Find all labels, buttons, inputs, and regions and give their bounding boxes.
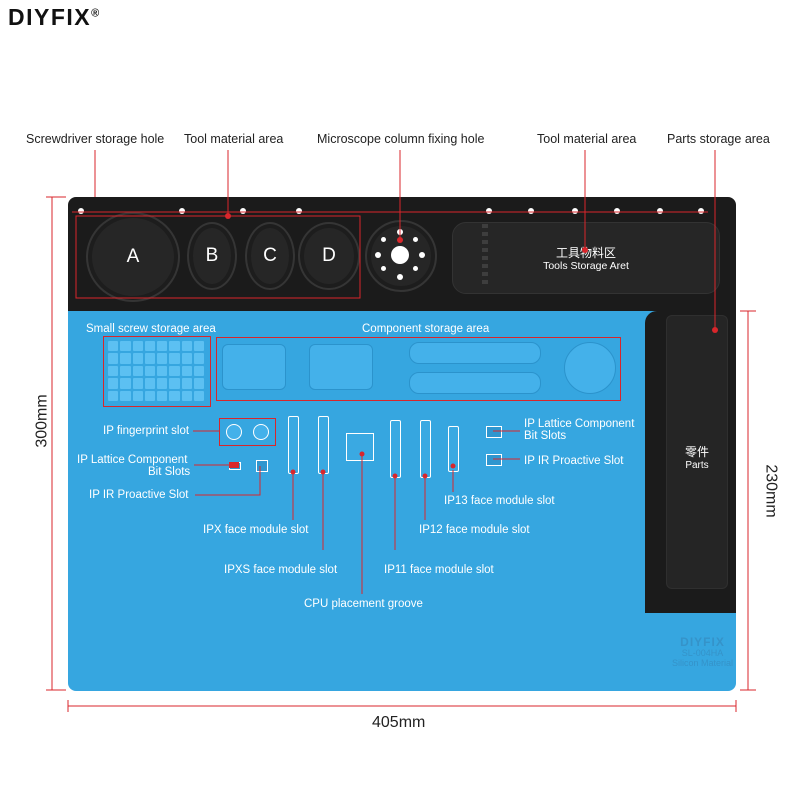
component-pad — [409, 372, 541, 394]
label-screwdriver-hole: Screwdriver storage hole — [26, 132, 165, 146]
tools-storage-en: Tools Storage Aret — [543, 260, 629, 272]
dimension-right-height: 230mm — [762, 464, 780, 518]
ip12-slot — [420, 420, 431, 478]
mat-logo-brand: DIYFIX — [680, 635, 725, 649]
screwdriver-hole — [78, 208, 84, 214]
component-pad — [409, 342, 541, 364]
well-c-label: C — [263, 245, 277, 266]
label-lattice-right-1: IP Lattice Component — [524, 418, 635, 430]
fingerprint-slot — [226, 424, 242, 440]
ip13-slot — [448, 426, 459, 472]
ipx-slot — [288, 416, 299, 474]
label-ip11: IP11 face module slot — [384, 564, 494, 576]
label-ipx: IPX face module slot — [203, 524, 309, 536]
dimension-height: 300mm — [33, 394, 51, 448]
screwdriver-hole — [179, 208, 185, 214]
well-d-label: D — [322, 245, 336, 266]
registered-mark: ® — [91, 7, 100, 20]
small-screw-grid — [108, 341, 204, 401]
well-b: B — [187, 222, 237, 290]
ir-slot-left — [256, 460, 268, 472]
cpu-groove — [346, 433, 374, 461]
dimension-width: 405mm — [372, 714, 426, 731]
label-lattice-left-1: IP Lattice Component — [77, 454, 188, 466]
well-c: C — [245, 222, 295, 290]
well-a: A — [86, 212, 180, 302]
label-lattice-right-2: Bit Slots — [524, 430, 567, 442]
component-pad-round — [564, 342, 616, 394]
screwdriver-hole — [296, 208, 302, 214]
label-small-screw-area: Small screw storage area — [86, 323, 216, 335]
well-d: D — [298, 222, 360, 290]
label-fingerprint-slot: IP fingerprint slot — [103, 425, 190, 437]
microscope-center-hole — [391, 246, 409, 264]
mount-hole — [397, 274, 403, 280]
ir-slot-right — [486, 454, 502, 466]
tools-storage-cn: 工具物料区 — [555, 246, 616, 260]
brand-logo: DIYFIX® — [8, 4, 99, 31]
parts-pocket-en: Parts — [685, 460, 709, 471]
label-ipxs: IPXS face module slot — [224, 564, 338, 576]
label-microscope-hole: Microscope column fixing hole — [317, 132, 485, 146]
component-frame — [216, 337, 621, 401]
tools-storage-tray: 工具物料区 Tools Storage Aret — [452, 222, 720, 294]
tools-slot-marks — [482, 224, 488, 292]
label-cpu: CPU placement groove — [304, 598, 423, 610]
label-component-area: Component storage area — [362, 323, 490, 335]
mount-hole — [413, 266, 418, 271]
fingerprint-frame — [219, 418, 276, 446]
mount-hole — [397, 229, 403, 235]
screwdriver-hole — [698, 208, 704, 214]
mount-hole — [375, 252, 381, 258]
mat-logo-model: SL-004HA — [681, 648, 724, 658]
fingerprint-slot — [253, 424, 269, 440]
component-pad — [222, 344, 286, 390]
screwdriver-hole — [572, 208, 578, 214]
well-b-label: B — [205, 245, 219, 266]
label-ip12: IP12 face module slot — [419, 524, 530, 536]
label-ir-left: IP IR Proactive Slot — [89, 489, 189, 501]
label-tool-area-1: Tool material area — [184, 132, 284, 146]
screwdriver-hole — [614, 208, 620, 214]
screwdriver-hole — [240, 208, 246, 214]
mount-hole — [381, 237, 386, 242]
label-tool-area-2: Tool material area — [537, 132, 637, 146]
label-ir-right: IP IR Proactive Slot — [524, 455, 624, 467]
brand-name: DIYFIX — [8, 4, 92, 30]
lattice-slot-right — [486, 426, 502, 438]
lattice-slot-left — [229, 462, 241, 470]
small-screw-frame — [103, 336, 211, 407]
parts-pocket-cn: 零件 — [684, 445, 709, 459]
screwdriver-hole — [486, 208, 492, 214]
screwdriver-hole — [528, 208, 534, 214]
parts-pocket: 零件 Parts — [666, 315, 728, 589]
component-pad — [309, 344, 373, 390]
label-lattice-left-2: Bit Slots — [148, 466, 191, 478]
mat-logo-material: Silicon Material — [672, 658, 734, 668]
label-ip13: IP13 face module slot — [444, 495, 555, 507]
mount-hole — [419, 252, 425, 258]
screwdriver-hole — [657, 208, 663, 214]
mat-logo: DIYFIX SL-004HA Silicon Material — [672, 635, 734, 668]
label-parts-area: Parts storage area — [667, 132, 770, 146]
mount-hole — [381, 266, 386, 271]
ipxs-slot — [318, 416, 329, 474]
mount-hole — [413, 237, 418, 242]
well-a-label: A — [126, 246, 140, 267]
ip11-slot — [390, 420, 401, 478]
